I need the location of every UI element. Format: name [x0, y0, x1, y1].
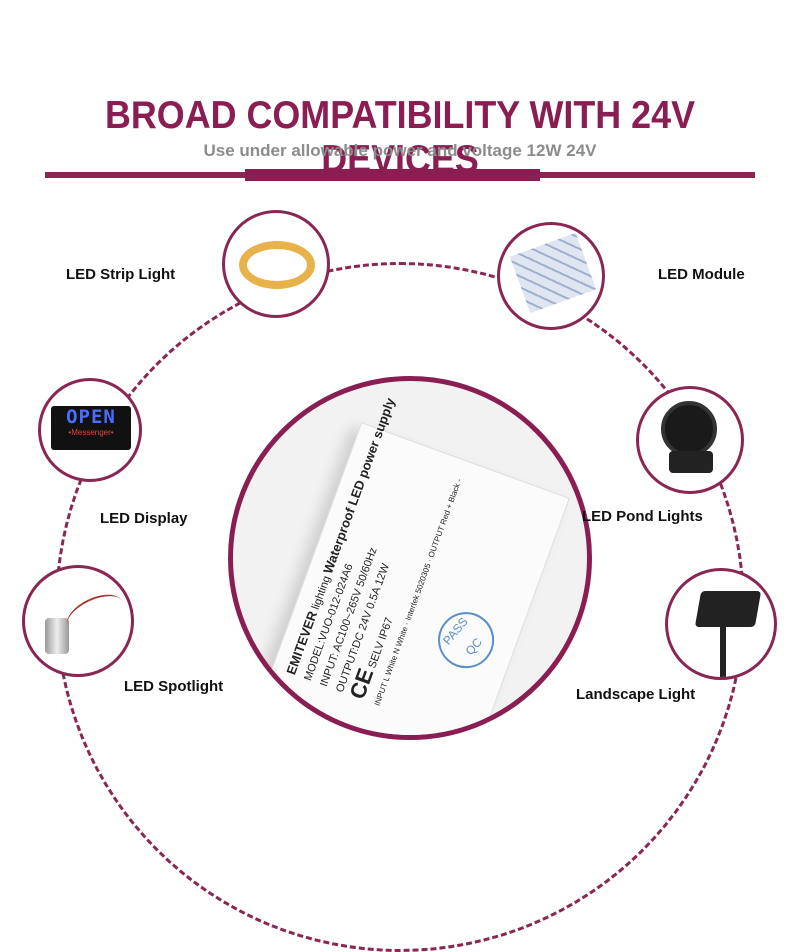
pass-qc-stamp: PASS QC: [426, 600, 506, 680]
led-module-image: [509, 232, 597, 314]
strip-light-circle: [222, 210, 330, 318]
product-circle: EMITEVER lighting Waterproof LED power s…: [228, 376, 592, 740]
spotlight-circle: [22, 565, 134, 677]
divider-accent: [245, 169, 540, 181]
power-supply-image: EMITEVER lighting Waterproof LED power s…: [258, 396, 570, 735]
device-label: LED Module: [658, 266, 745, 283]
page-subtitle: Use under allowable power and voltage 12…: [203, 141, 597, 160]
open-sign-image: OPEN •Messenger•: [51, 406, 131, 450]
led-display-circle: OPEN •Messenger•: [38, 378, 142, 482]
device-label: LED Pond Lights: [582, 508, 703, 525]
device-label: Landscape Light: [576, 686, 696, 703]
page-title: BROAD COMPATIBILITY WITH 24V DEVICES: [104, 94, 696, 181]
pond-light-circle: [636, 386, 744, 494]
device-label: LED Spotlight: [124, 678, 224, 695]
landscape-light-circle: [665, 568, 777, 680]
device-label: LED Strip Light: [66, 266, 176, 283]
pond-light-base: [669, 451, 713, 473]
landscape-light-stake: [720, 627, 726, 677]
pond-light-image: [661, 401, 717, 457]
spotlight-wire: [61, 586, 129, 642]
led-strip-image: [239, 241, 315, 289]
spotlight-image: [45, 618, 69, 654]
led-module-circle: [497, 222, 605, 330]
landscape-light-image: [694, 591, 762, 627]
device-label: LED Display: [100, 510, 188, 527]
